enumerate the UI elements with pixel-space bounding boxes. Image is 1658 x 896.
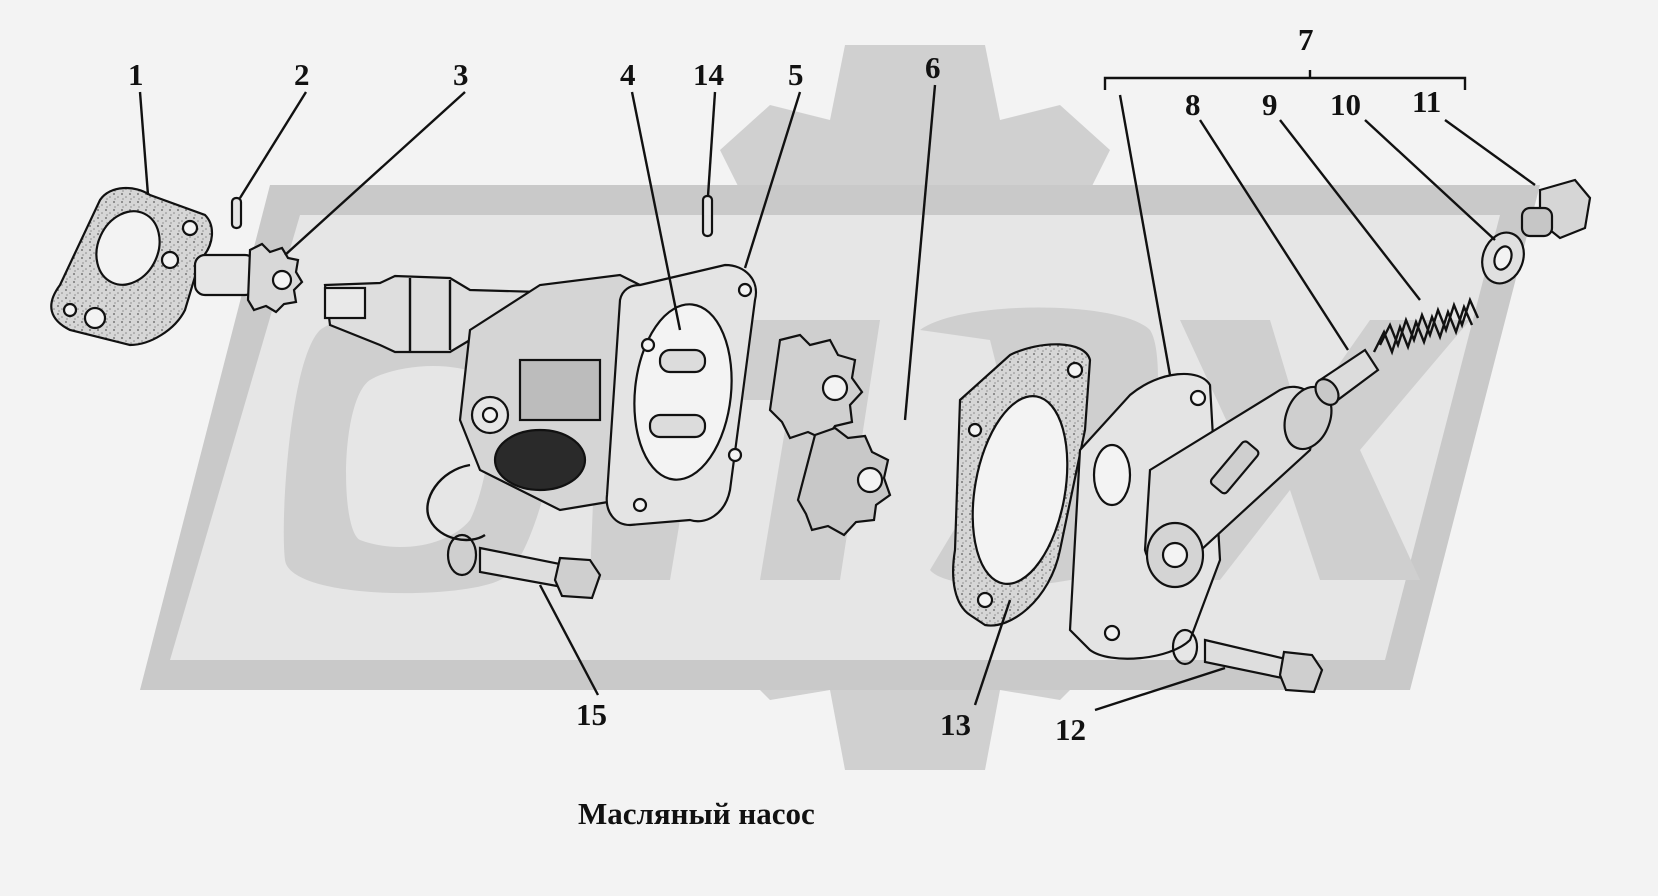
- part-3-drive-gear: [193, 242, 304, 314]
- part-14-pin: [701, 194, 714, 238]
- callout-8: 8: [1185, 87, 1201, 122]
- callout-4: 4: [620, 57, 636, 92]
- part-1-gasket: [50, 187, 213, 347]
- callout-1: 1: [128, 57, 144, 92]
- part-2-pin: [230, 196, 243, 230]
- part-12-bolt: [1171, 628, 1324, 694]
- part-7-cover-assembly: [1068, 372, 1333, 660]
- callout-2: 2: [294, 57, 310, 92]
- part-8-plunger: [1314, 348, 1380, 406]
- callout-5: 5: [788, 57, 804, 92]
- part-6-pump-gears: [768, 333, 892, 537]
- callout-labels: 1 2 3 4 14 5 6 7 8 9 10 11 15 13 12: [128, 22, 1441, 747]
- part-11-plug: [1520, 178, 1592, 240]
- callout-3: 3: [453, 57, 469, 92]
- part-15-bolt: [426, 463, 602, 600]
- part-13-gasket: [952, 343, 1092, 627]
- part-9-spring: [1372, 296, 1480, 356]
- callout-7: 7: [1298, 22, 1314, 57]
- callout-11: 11: [1412, 84, 1441, 119]
- callout-13: 13: [940, 707, 971, 742]
- part-10-washer: [1481, 231, 1525, 285]
- callout-6: 6: [925, 50, 941, 85]
- callout-14: 14: [693, 57, 724, 92]
- part-5-pump-housing: [458, 263, 758, 527]
- callout-15: 15: [576, 697, 607, 732]
- callout-12: 12: [1055, 712, 1086, 747]
- leader-lines: [138, 70, 1536, 712]
- callout-9: 9: [1262, 87, 1278, 122]
- diagram-caption: Масляный насос: [578, 796, 815, 831]
- callout-10: 10: [1330, 87, 1361, 122]
